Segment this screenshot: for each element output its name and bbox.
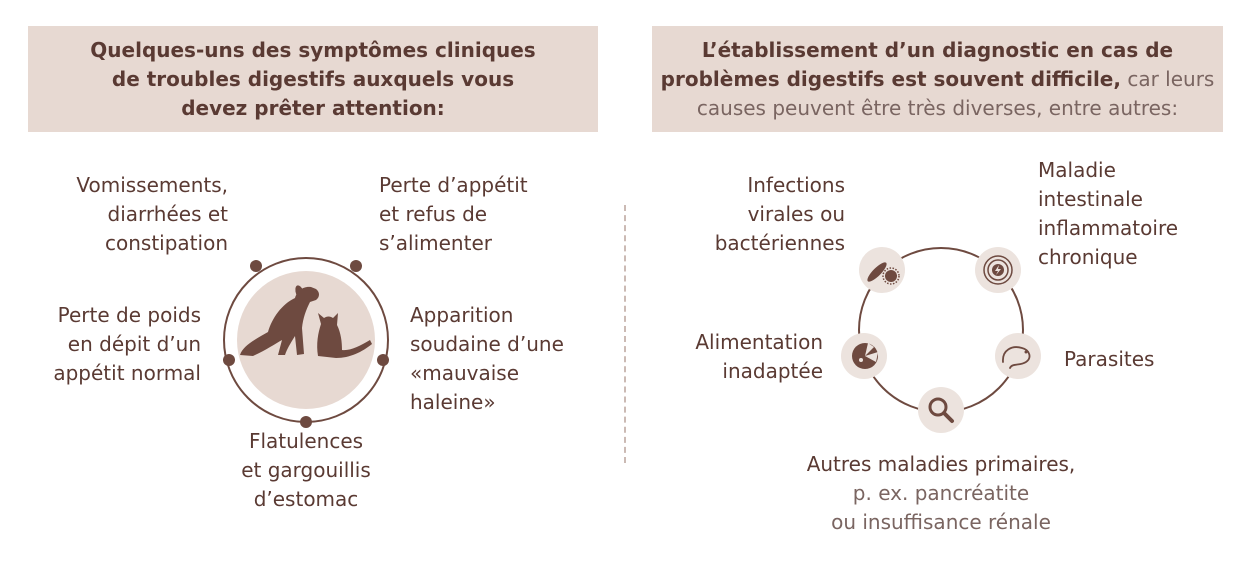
cause-ibd: Maladie intestinale inflammatoire chroni… <box>1038 158 1179 269</box>
symptom-flatulence: Flatulences et gargouillis d’estomac <box>241 429 371 511</box>
symptom-appetite-loss: Perte d’appétit et refus de s’alimenter <box>379 173 528 255</box>
food-icon <box>841 333 887 379</box>
cause-infections: Infections virales ou bactériennes <box>714 173 845 255</box>
symptom-weight-loss: Perte de poids en dépit d’un appétit nor… <box>53 303 201 385</box>
symptom-bad-breath: Apparition soudaine d’une «mauvaise hale… <box>410 303 564 414</box>
symptoms-header-line-3: devez prêter attention: <box>181 95 445 120</box>
magnifier-icon <box>918 387 964 433</box>
cause-other-examples: p. ex. pancréatite ou insuffisance rénal… <box>831 481 1051 534</box>
diagnosis-header-normal: car leurs <box>1120 66 1215 91</box>
bacteria-icon <box>859 247 905 293</box>
cause-parasites: Parasites <box>1064 347 1155 371</box>
inflamed-intestine-icon <box>975 247 1021 293</box>
dog-and-cat-icon <box>240 285 372 358</box>
cause-other-diseases: Autres maladies primaires, <box>806 452 1076 476</box>
section-divider <box>624 205 626 463</box>
symptoms-header: Quelques-uns des symptômes cliniques de … <box>28 26 598 132</box>
symptoms-header-line-2: de troubles digestifs auxquels vous <box>111 66 515 91</box>
diagnosis-header-line-2: problèmes digestifs est souvent difficil… <box>661 65 1215 94</box>
diagnosis-header-line-3: causes peuvent être très diverses, entre… <box>696 95 1179 120</box>
cause-diet: Alimentation inadaptée <box>695 330 823 383</box>
diagnosis-header-bold: problèmes digestifs est souvent difficil… <box>660 66 1121 91</box>
parasite-icon <box>995 333 1041 379</box>
symptoms-header-line-1: Quelques-uns des symptômes cliniques <box>90 37 536 62</box>
symptom-vomiting: Vomissements, diarrhées et constipation <box>76 173 228 255</box>
symptoms-ring <box>223 257 389 428</box>
diagnosis-header-line-1: L’établissement d’un diagnostic en cas d… <box>701 37 1174 62</box>
diagnosis-header: L’établissement d’un diagnostic en cas d… <box>652 26 1223 132</box>
